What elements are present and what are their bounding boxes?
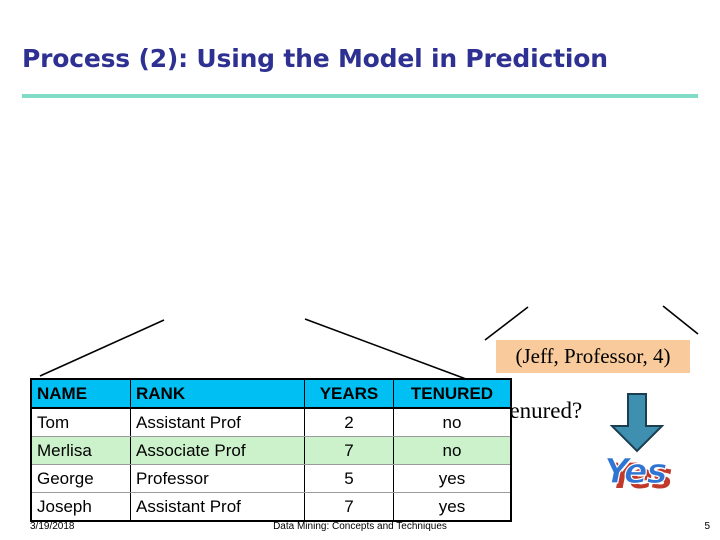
- prediction-answer-text: Yes: [603, 451, 668, 492]
- column-header-tenured: TENURED: [393, 379, 511, 409]
- cell-name: Joseph: [31, 492, 131, 521]
- column-header-name: NAME: [31, 379, 131, 409]
- cell-rank: Professor: [130, 464, 305, 493]
- cell-name: Tom: [31, 408, 131, 437]
- training-data-table: NAME RANK YEARS TENURED Tom Assistant Pr…: [30, 378, 512, 522]
- cell-name: George: [31, 464, 131, 493]
- cell-tenured: yes: [393, 464, 511, 493]
- slide-footer: 3/19/2018 Data Mining: Concepts and Tech…: [0, 521, 720, 540]
- cell-years: 5: [304, 464, 394, 493]
- table-row: Joseph Assistant Prof 7 yes: [31, 492, 511, 521]
- footer-center-text: Data Mining: Concepts and Techniques: [273, 521, 447, 532]
- connector-line-tuple-left: [484, 306, 529, 341]
- connector-line-tuple-right: [662, 305, 699, 335]
- cell-name: Merlisa: [31, 436, 131, 465]
- cell-years: 2: [304, 408, 394, 437]
- cell-tenured: yes: [438, 496, 466, 516]
- prediction-tuple-text: (Jeff, Professor, 4): [515, 344, 671, 368]
- cell-tenured: no: [393, 436, 511, 465]
- column-header-years: YEARS: [304, 379, 394, 409]
- cell-years: 7: [304, 492, 394, 521]
- table-row: Tom Assistant Prof 2 no: [31, 408, 511, 437]
- prediction-answer-wordart: Yes Yes: [603, 451, 696, 497]
- title-underline-rule: [22, 94, 698, 98]
- page-title: Process (2): Using the Model in Predicti…: [22, 44, 608, 73]
- table-row: Merlisa Associate Prof 7 no: [31, 436, 511, 465]
- connector-line-table-left: [39, 319, 165, 377]
- table-row: George Professor 5 yes: [31, 464, 511, 493]
- prediction-tuple-box: (Jeff, Professor, 4): [496, 340, 690, 373]
- cell-rank: Associate Prof: [130, 436, 305, 465]
- connector-line-table-right: [304, 318, 467, 380]
- cell-years: 7: [304, 436, 394, 465]
- cell-rank: Assistant Prof: [130, 408, 305, 437]
- footer-page-number: 5: [704, 521, 710, 532]
- cell-rank: Assistant Prof: [130, 492, 305, 521]
- prediction-answer-shadow: Yes: [609, 457, 672, 497]
- table-header-row: NAME RANK YEARS TENURED: [31, 379, 511, 409]
- down-arrow-icon: [609, 393, 665, 453]
- cell-tenured: no: [393, 408, 511, 437]
- footer-date: 3/19/2018: [30, 521, 75, 532]
- column-header-rank: RANK: [130, 379, 305, 409]
